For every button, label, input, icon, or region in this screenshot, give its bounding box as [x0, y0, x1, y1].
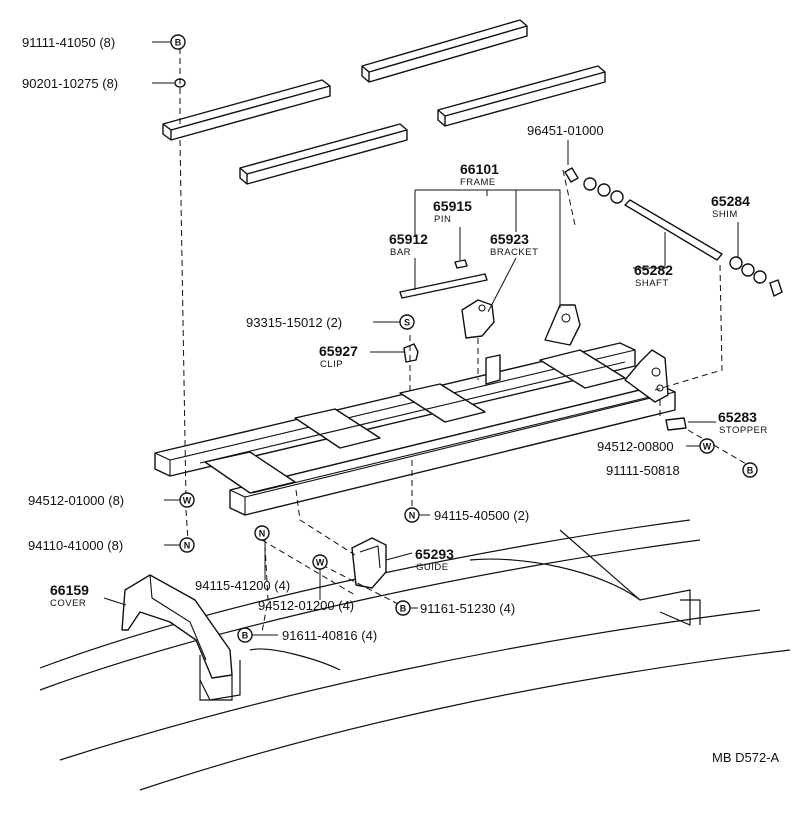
- slat-bar-4: [437, 65, 606, 127]
- label-65923: 65923: [490, 231, 529, 247]
- slat-bars: [162, 19, 606, 185]
- svg-text:W: W: [316, 558, 325, 568]
- slat-bar-3: [361, 19, 528, 83]
- symbol-w-94512-00800: W: [699, 438, 715, 454]
- svg-text:B: B: [175, 38, 182, 48]
- label-94115-40500: 94115-40500 (2): [434, 508, 529, 523]
- bracket-65923: [461, 299, 495, 339]
- stopper-65283: [665, 417, 687, 431]
- leader-lines: [103, 41, 739, 636]
- svg-text:B: B: [242, 631, 249, 641]
- label-65912: 65912: [389, 231, 428, 247]
- symbol-b-91161-51230: B: [395, 600, 411, 616]
- symbol-n-94115-41200: N: [254, 525, 270, 541]
- label-91611-40816: 91611-40816 (4): [282, 628, 377, 643]
- label-90201-10275: 90201-10275 (8): [22, 76, 118, 91]
- svg-text:S: S: [404, 318, 410, 328]
- hinge-plate-left: [544, 304, 581, 346]
- name-cover: COVER: [50, 598, 86, 609]
- label-93315-15012: 93315-15012 (2): [246, 315, 342, 330]
- svg-text:N: N: [184, 541, 191, 551]
- assembly-lines: [179, 48, 749, 633]
- label-91111-50818: 91111-50818: [606, 463, 680, 478]
- symbol-w-94512-01000: W: [179, 492, 195, 508]
- symbol-b-91611-40816: B: [237, 627, 253, 643]
- slat-bar-2: [239, 123, 408, 185]
- symbol-s-93315: S: [399, 314, 415, 330]
- symbol-n-94115-40500: N: [404, 507, 420, 523]
- svg-text:W: W: [183, 496, 192, 506]
- shaft-65282: [624, 199, 723, 261]
- name-bar: BAR: [390, 247, 411, 258]
- name-stopper: STOPPER: [719, 425, 768, 436]
- pin-65915: [454, 259, 468, 269]
- label-65927: 65927: [319, 343, 358, 359]
- name-shim: SHIM: [712, 209, 738, 220]
- small-parts: [121, 35, 783, 701]
- name-pin: PIN: [434, 214, 451, 225]
- bar-65912: [399, 273, 488, 299]
- slat-bar-1: [162, 79, 331, 141]
- label-94512-01200: 94512-01200 (4): [258, 598, 354, 613]
- symbol-markers: B S W B W N N N W B B: [170, 34, 758, 643]
- name-frame: FRAME: [460, 177, 496, 188]
- svg-text:B: B: [400, 604, 407, 614]
- vehicle-chassis-outline: [39, 519, 791, 791]
- label-91111-41050: 91111-41050 (8): [22, 35, 115, 50]
- name-bracket: BRACKET: [490, 247, 538, 258]
- label-94110-41000: 94110-41000 (8): [28, 538, 123, 553]
- svg-text:W: W: [703, 442, 712, 452]
- symbol-n-94110-41000: N: [179, 537, 195, 553]
- svg-text:N: N: [259, 529, 266, 539]
- clip-65927: [403, 343, 419, 363]
- name-guide: GUIDE: [416, 562, 449, 573]
- label-65915: 65915: [433, 198, 472, 214]
- label-66101: 66101: [460, 161, 499, 177]
- svg-text:B: B: [747, 466, 754, 476]
- guide-65293: [351, 537, 387, 589]
- bolt-96451: [564, 167, 579, 183]
- label-91161-51230: 91161-51230 (4): [420, 601, 515, 616]
- label-94512-01000: 94512-01000 (8): [28, 493, 124, 508]
- label-65283: 65283: [718, 409, 757, 425]
- part-labels: 91111-41050 (8) 90201-10275 (8) 96451-01…: [22, 35, 780, 765]
- label-65293: 65293: [415, 546, 454, 562]
- symbol-w-94512-01200: W: [312, 554, 328, 570]
- symbol-b-91111-41050: B: [170, 34, 186, 50]
- label-65282: 65282: [634, 262, 673, 278]
- label-94512-00800: 94512-00800: [597, 439, 674, 454]
- label-66159: 66159: [50, 582, 89, 598]
- symbol-b-91111-50818: B: [742, 462, 758, 478]
- cover-66159: [121, 574, 233, 679]
- name-clip: CLIP: [320, 359, 343, 370]
- label-94115-41200: 94115-41200 (4): [195, 578, 290, 593]
- diagram-code: MB D572-A: [712, 750, 780, 765]
- frame-assembly: [154, 304, 676, 516]
- svg-text:N: N: [409, 511, 416, 521]
- label-65284: 65284: [711, 193, 750, 209]
- name-shaft: SHAFT: [635, 278, 669, 289]
- label-96451-01000: 96451-01000: [527, 123, 604, 138]
